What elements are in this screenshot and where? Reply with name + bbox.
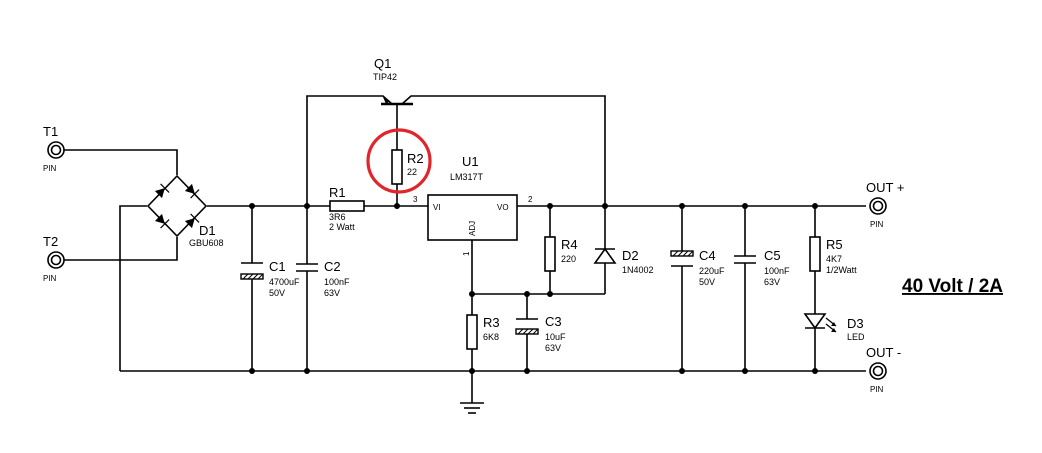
out-pos-type: PIN [870, 220, 884, 229]
regulator-u1: U1 LM317T VI VO ADJ 3 2 1 [413, 154, 533, 256]
resistor-r2: R2 22 [391, 149, 424, 185]
t2-ref: T2 [43, 234, 58, 249]
q1-ref: Q1 [374, 56, 391, 71]
ground-symbol [460, 402, 484, 414]
d3-ref: D3 [847, 316, 864, 331]
d2-ref: D2 [622, 248, 639, 263]
out-pos-ref: OUT + [866, 180, 904, 195]
capacitor-c1: C1 4700uF 50V [240, 259, 300, 298]
c4-value: 220uF [699, 266, 725, 276]
r4-value: 220 [561, 254, 576, 264]
diode-d2: D2 1N4002 [593, 247, 654, 275]
u1-pin-vo: VO [497, 203, 509, 212]
resistor-r5: R5 4K7 1/2Watt [809, 236, 857, 275]
c4-rating: 50V [699, 277, 715, 287]
c1-ref: C1 [269, 259, 286, 274]
r1-value: 3R6 [329, 212, 346, 222]
r5-ref: R5 [826, 237, 843, 252]
t2-type: PIN [43, 274, 57, 283]
terminal-t2: T2 PIN [43, 234, 65, 283]
u1-pin3: 3 [413, 195, 418, 204]
bridge-rectifier-d1: D1 GBU608 [146, 174, 224, 248]
c5-rating: 63V [764, 277, 780, 287]
out-neg-type: PIN [870, 385, 884, 394]
c4-ref: C4 [699, 248, 716, 263]
c2-ref: C2 [324, 259, 341, 274]
capacitor-c2: C2 100nF 63V [296, 259, 350, 298]
c3-rating: 63V [545, 343, 561, 353]
d2-value: 1N4002 [622, 265, 654, 275]
capacitor-c3: C3 10uF 63V [515, 314, 566, 353]
u1-pin-adj: ADJ [468, 221, 477, 236]
terminal-out-neg: OUT - PIN [866, 345, 901, 394]
u1-value: LM317T [450, 172, 484, 182]
capacitor-c4: C4 220uF 50V [670, 248, 725, 287]
c1-rating: 50V [269, 288, 285, 298]
r1-ref: R1 [329, 185, 346, 200]
resistor-r3: R3 6K8 [466, 314, 500, 350]
capacitor-c5: C5 100nF 63V [734, 248, 790, 287]
t1-type: PIN [43, 164, 57, 173]
circuit-title: 40 Volt / 2A [902, 276, 1003, 297]
junction-dots [249, 203, 818, 374]
r2-value: 22 [407, 167, 417, 177]
d1-value: GBU608 [189, 238, 224, 248]
c3-ref: C3 [545, 314, 562, 329]
r5-value: 4K7 [826, 254, 842, 264]
u1-pin1: 1 [462, 251, 471, 256]
wires [64, 95, 866, 403]
u1-pin-vi: VI [433, 203, 441, 212]
resistor-r4: R4 220 [544, 236, 578, 272]
r5-rating: 1/2Watt [826, 265, 857, 275]
d3-value: LED [847, 332, 865, 342]
c5-value: 100nF [764, 266, 790, 276]
led-d3: D3 LED [803, 313, 865, 342]
transistor-q1: Q1 TIP42 [373, 56, 413, 113]
r1-rating: 2 Watt [329, 222, 355, 232]
c2-value: 100nF [324, 277, 350, 287]
r3-ref: R3 [483, 315, 500, 330]
q1-value: TIP42 [373, 72, 397, 82]
terminal-t1: T1 PIN [43, 124, 65, 173]
t1-ref: T1 [43, 124, 58, 139]
c2-rating: 63V [324, 288, 340, 298]
r3-value: 6K8 [483, 332, 499, 342]
c3-value: 10uF [545, 332, 566, 342]
r2-ref: R2 [407, 151, 424, 166]
resistor-r1: R1 3R6 2 Watt [329, 185, 365, 232]
d1-ref: D1 [199, 223, 216, 238]
out-neg-ref: OUT - [866, 345, 901, 360]
terminal-out-pos: OUT + PIN [866, 180, 904, 229]
highlight-circle [366, 128, 432, 194]
c5-ref: C5 [764, 248, 781, 263]
u1-ref: U1 [462, 154, 479, 169]
r4-ref: R4 [561, 237, 578, 252]
u1-pin2: 2 [528, 195, 533, 204]
c1-value: 4700uF [269, 277, 300, 287]
